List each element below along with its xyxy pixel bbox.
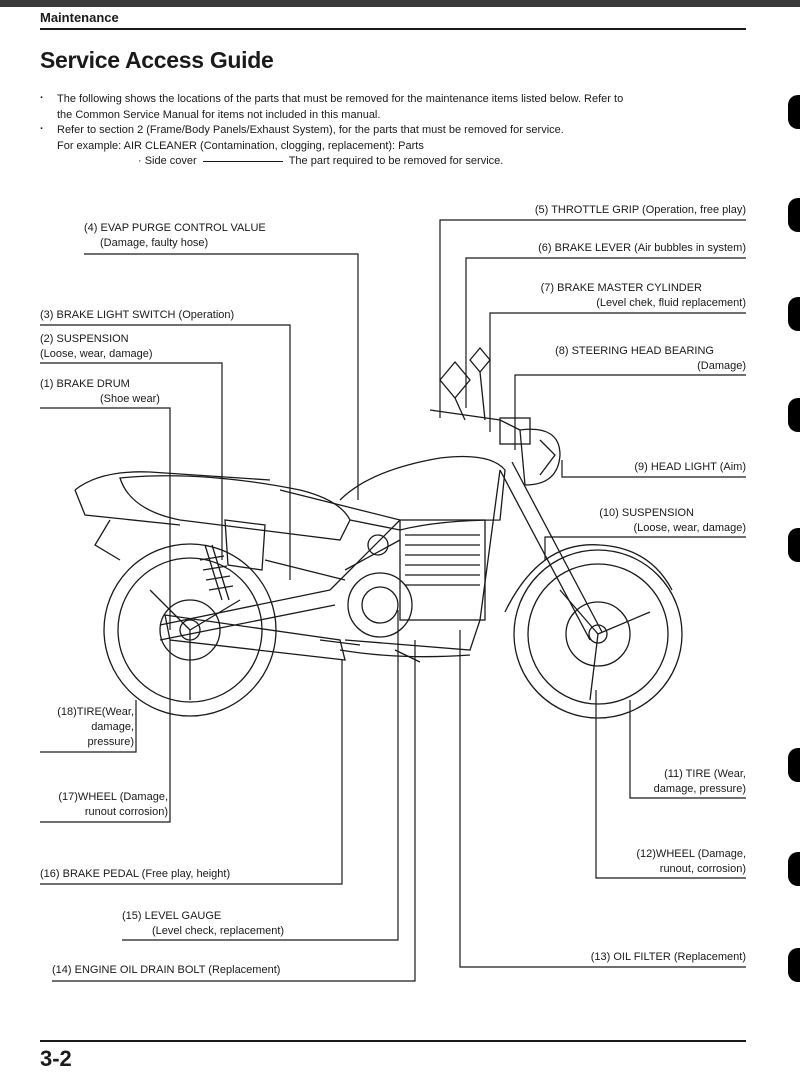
label-front-wheel: (12)WHEEL (Damage, runout, corrosion): [636, 848, 746, 875]
index-tab-4: [788, 398, 800, 432]
label-level-gauge: (15) LEVEL GAUGE (Level check, replaceme…: [122, 910, 285, 937]
index-tab-2: [788, 198, 800, 232]
intro-text: The following shows the locations of the…: [40, 91, 760, 170]
label-steering-head-bearing: (8) STEERING HEAD BEARING (Damage): [555, 345, 746, 372]
intro-bullet-1: The following shows the locations of the…: [40, 91, 760, 108]
top-band: [0, 0, 800, 7]
index-tab-8: [788, 948, 800, 982]
label-brake-drum: (1) BRAKE DRUM (Shoe wear): [40, 378, 160, 405]
footer-rule: [40, 1040, 746, 1042]
intro-example: For example: AIR CLEANER (Contamination,…: [57, 139, 424, 152]
section-header: Maintenance: [40, 10, 119, 25]
label-rear-tire: (18)TIRE(Wear, damage, pressure): [57, 706, 134, 748]
exhaust: [164, 614, 346, 661]
index-tab-5: [788, 528, 800, 562]
page-title: Service Access Guide: [40, 47, 274, 73]
label-oil-filter: (13) OIL FILTER (Replacement): [590, 951, 746, 963]
intro-bullet-1-cont: the Common Service Manual for items not …: [57, 108, 381, 121]
front-tire: [513, 549, 683, 719]
label-engine-oil-drain-bolt: (14) ENGINE OIL DRAIN BOLT (Replacement): [52, 964, 281, 976]
label-rear-suspension: (2) SUSPENSION (Loose, wear, damage): [40, 333, 153, 360]
seat: [119, 475, 351, 541]
engine: [399, 519, 486, 621]
label-throttle-grip: (5) THROTTLE GRIP (Operation, free play): [534, 204, 746, 216]
label-brake-lever: (6) BRAKE LEVER (Air bubbles in system): [538, 242, 746, 254]
leader-lines: [40, 219, 746, 982]
header-rule: [40, 28, 746, 30]
index-tab-3: [788, 297, 800, 331]
label-rear-wheel: (17)WHEEL (Damage, runout corrosion): [58, 791, 168, 818]
label-front-suspension: (10) SUSPENSION (Loose, wear, damage): [599, 507, 746, 534]
page-number: 3-2: [40, 1046, 72, 1071]
label-head-light: (9) HEAD LIGHT (Aim): [634, 461, 746, 473]
label-brake-master-cylinder: (7) BRAKE MASTER CYLINDER (Level chek, f…: [540, 282, 746, 309]
index-tab-6: [788, 748, 800, 782]
label-brake-pedal: (16) BRAKE PEDAL (Free play, height): [40, 868, 231, 880]
label-evap-purge: (4) EVAP PURGE CONTROL VALUE (Damage, fa…: [84, 222, 266, 249]
headlight: [519, 428, 561, 486]
index-tab-7: [788, 852, 800, 886]
label-brake-light-switch: (3) BRAKE LIGHT SWITCH (Operation): [40, 309, 235, 321]
index-tab-1: [788, 95, 800, 129]
fuel-tank: [339, 455, 506, 531]
label-front-tire: (11) TIRE (Wear, damage, pressure): [653, 768, 746, 795]
rear-tire: [103, 543, 277, 717]
intro-bullet-2: Refer to section 2 (Frame/Body Panels/Ex…: [40, 122, 760, 139]
